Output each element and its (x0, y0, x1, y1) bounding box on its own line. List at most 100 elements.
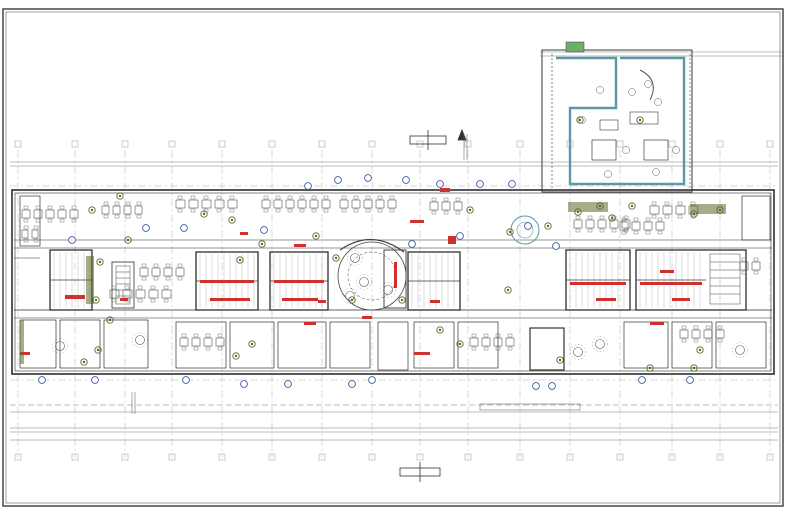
atrium-stair (337, 215, 540, 311)
grid-tag (168, 453, 176, 461)
chair (323, 195, 329, 200)
chair (181, 346, 187, 351)
desk (429, 201, 439, 211)
fire-mark (20, 352, 30, 355)
circle-marker (368, 376, 376, 384)
desk (631, 221, 641, 231)
plant-core (314, 234, 318, 238)
chair-ring (52, 338, 68, 354)
chair (275, 195, 281, 200)
fire-mark (414, 352, 430, 355)
desk (273, 199, 283, 209)
chair (621, 217, 627, 222)
desk (675, 205, 686, 215)
meeting-table (350, 253, 360, 263)
grid-tag (766, 140, 774, 148)
meeting-table (595, 339, 605, 349)
chair (181, 333, 187, 338)
plant-icon (332, 254, 340, 262)
desk (135, 289, 146, 299)
circle-marker (38, 174, 694, 390)
chair (124, 285, 130, 290)
chair (507, 346, 513, 351)
chair (205, 346, 211, 351)
arrow-icon (399, 128, 467, 482)
plant-core (508, 230, 512, 234)
fire-mark (650, 322, 664, 325)
chair (693, 325, 699, 330)
grid-tag (416, 453, 424, 461)
plant-icon (236, 256, 244, 264)
plant-icon (228, 216, 236, 224)
desk (751, 261, 761, 271)
fire-mark (362, 316, 372, 319)
chair (217, 333, 223, 338)
plant-icon (88, 206, 96, 214)
chair (587, 228, 593, 233)
grid-tag (168, 140, 176, 148)
chair (114, 214, 120, 219)
circle-marker (364, 174, 372, 182)
desk (227, 199, 238, 209)
desk (215, 337, 225, 347)
plant-icon (20, 116, 726, 372)
chair (163, 285, 169, 290)
chair (203, 195, 209, 200)
plant-icon (456, 340, 464, 348)
plant-core (506, 288, 510, 292)
grid-tag (566, 453, 574, 461)
plant-icon (94, 346, 102, 354)
chair (177, 276, 183, 281)
chair (621, 230, 627, 235)
chair (263, 195, 269, 200)
chair (216, 195, 222, 200)
grid-tag (71, 453, 79, 461)
plant-core (400, 298, 404, 302)
fire-mark (200, 280, 254, 283)
chair (59, 218, 65, 223)
hedge (20, 320, 24, 364)
fire-mark (282, 298, 318, 301)
desk (739, 261, 749, 271)
chair (455, 197, 461, 202)
grid-tag (218, 453, 226, 461)
chair (114, 201, 120, 206)
fire-mark (120, 298, 128, 301)
plant-core (126, 238, 130, 242)
chair (681, 338, 687, 343)
chair (677, 201, 683, 206)
fire-mark (65, 295, 85, 299)
chair (507, 333, 513, 338)
circle-marker (142, 224, 150, 232)
desk (441, 201, 451, 211)
circle-marker (524, 222, 532, 230)
plant-core (698, 348, 702, 352)
desk (148, 289, 159, 299)
grid-tag (464, 453, 472, 461)
desk (505, 337, 515, 347)
chair (150, 285, 156, 290)
chair (717, 325, 723, 330)
circle-marker (548, 382, 556, 390)
plant-core (98, 260, 102, 264)
chair (229, 208, 235, 213)
plant-core (438, 328, 442, 332)
chair (59, 205, 65, 210)
fire-mark (274, 280, 324, 283)
desk (188, 199, 199, 209)
chair (633, 230, 639, 235)
grid-tag (716, 140, 724, 148)
chair (431, 197, 437, 202)
grid-tag (368, 140, 376, 148)
desk (691, 329, 701, 339)
fire-mark (294, 244, 306, 247)
chair (365, 195, 371, 200)
plant-icon (696, 346, 704, 354)
grid-tag (766, 453, 774, 461)
plant-core (96, 348, 100, 352)
chair (71, 205, 77, 210)
chair (23, 225, 29, 230)
chair (353, 208, 359, 213)
chair (575, 228, 581, 233)
chair (263, 208, 269, 213)
